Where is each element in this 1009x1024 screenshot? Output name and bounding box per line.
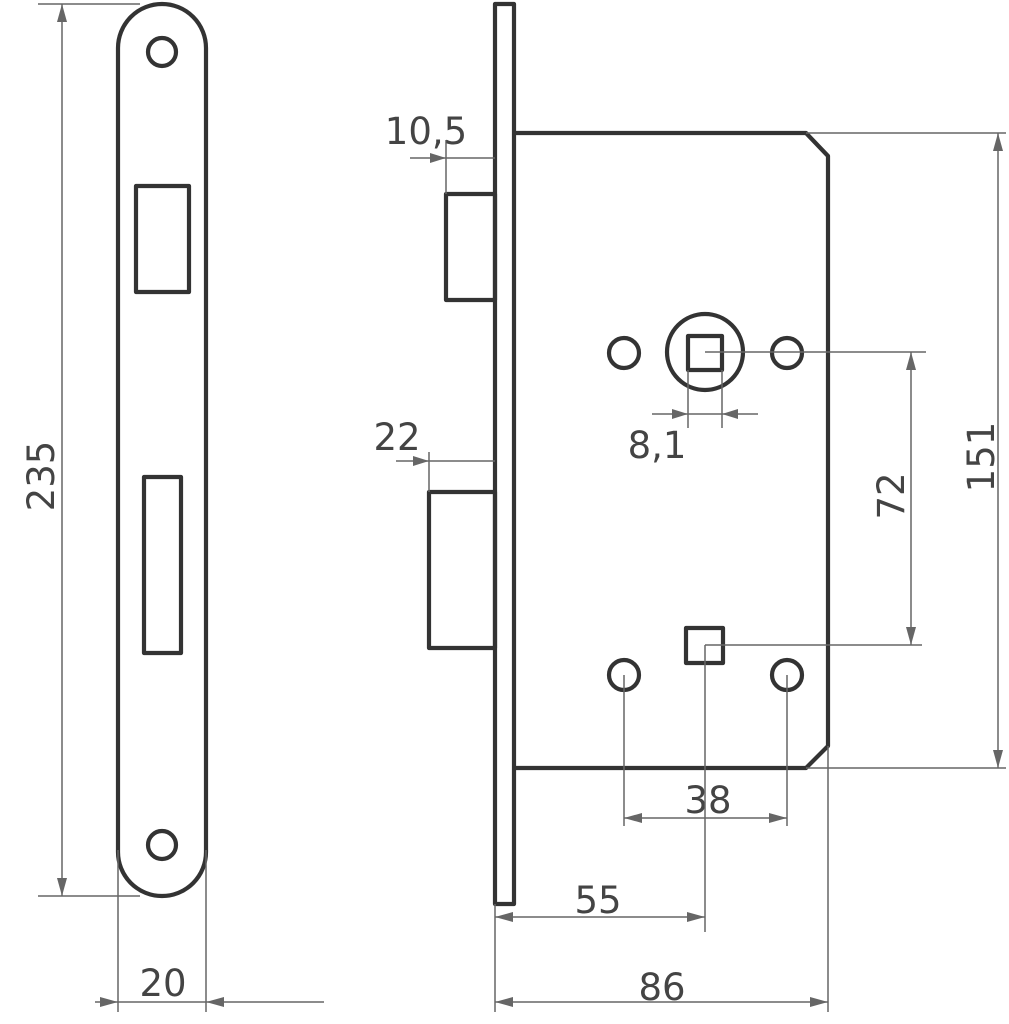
dimension-spindle-square: 8,1	[628, 370, 758, 467]
dimension-case-height: 151	[806, 132, 1006, 769]
dimension-faceplate-height: 235	[20, 3, 140, 897]
spindle-square-hole	[685, 333, 725, 373]
dimension-label-151: 151	[960, 422, 1003, 493]
dimension-overall-depth: 86	[494, 746, 829, 1012]
dimension-bolt-projection: 22	[373, 416, 495, 492]
dimension-label-235: 235	[20, 441, 63, 512]
dimension-label-20: 20	[139, 962, 186, 1005]
dimension-label-55: 55	[574, 879, 621, 922]
dimension-faceplate-width: 20	[95, 850, 324, 1012]
faceplate-bolt-opening	[141, 474, 184, 656]
dimension-label-72: 72	[870, 472, 913, 519]
upper-right-fixing-hole	[769, 335, 805, 371]
dimension-label-10-5: 10,5	[385, 110, 467, 153]
dimension-center-distance: 72	[705, 351, 926, 646]
dimension-label-38: 38	[684, 779, 731, 822]
lock-case-outline	[514, 130, 831, 771]
upper-left-fixing-hole	[606, 335, 642, 371]
dimension-label-8-1: 8,1	[628, 424, 687, 467]
faceplate-latch-opening	[133, 183, 192, 295]
latch-bolt	[443, 191, 498, 303]
dimension-backset: 55	[495, 645, 706, 932]
dead-bolt	[426, 489, 498, 651]
faceplate-view	[115, 1, 209, 899]
lock-forend-plate	[492, 1, 517, 907]
dimension-fixing-hole-spacing: 38	[623, 675, 788, 826]
dimension-label-22: 22	[373, 416, 420, 459]
dimension-label-86: 86	[638, 966, 685, 1009]
faceplate-bottom-screw-hole	[145, 828, 179, 862]
faceplate-outline	[115, 1, 209, 899]
dimension-latch-projection: 10,5	[385, 110, 495, 194]
faceplate-top-screw-hole	[145, 35, 179, 69]
